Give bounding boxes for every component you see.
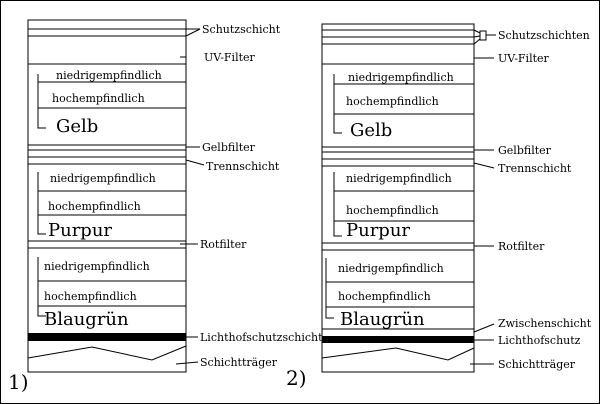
antihalation-layer [28,333,186,341]
leader [185,28,201,37]
label-yellow-low: niedrigempfindlich [348,71,454,84]
diagram-2-number: 2) [286,366,307,390]
bracket-yellow [333,74,342,134]
label-lichthofschutz: Lichthofschutz [498,334,581,347]
label-magenta-high: hochempfindlich [346,204,439,217]
label-yellow-name: Gelb [56,116,98,137]
leader [473,162,495,169]
label-cyan-high: hochempfindlich [44,290,137,303]
antihalation-layer [322,336,474,343]
label-trennschicht: Trennschicht [206,160,280,173]
diagram-2: niedrigempfindlich hochempfindlich Gelb … [286,23,592,390]
label-magenta-high: hochempfindlich [48,200,141,213]
leader [473,38,481,45]
bracket-box [479,30,487,41]
label-rotfilter: Rotfilter [200,238,247,251]
label-schutzschicht: Schutzschicht [202,23,281,36]
leader [473,35,481,38]
label-magenta-name: Purpur [48,220,112,241]
bracket-yellow [37,74,46,129]
leader [175,361,199,365]
bracket-cyan [325,258,334,319]
label-yellow-name: Gelb [350,120,392,141]
label-yellow-high: hochempfindlich [346,95,439,108]
bracket-cyan [37,257,46,317]
bracket-magenta [333,172,342,237]
label-cyan-high: hochempfindlich [338,290,431,303]
label-lichthofschutzschicht: Lichthofschutzschicht [200,331,323,344]
leader [473,29,481,34]
label-magenta-low: niedrigempfindlich [346,172,452,185]
label-trennschicht: Trennschicht [498,162,572,175]
label-magenta-name: Purpur [346,220,410,241]
label-zwischenschicht: Zwischenschicht [498,317,592,330]
label-schichttraeger: Schichtträger [200,356,278,369]
base-break-line [321,347,475,361]
label-yellow-low: niedrigempfindlich [56,69,162,82]
label-magenta-low: niedrigempfindlich [50,172,156,185]
label-cyan-low: niedrigempfindlich [44,260,150,273]
label-schutzschichten: Schutzschichten [498,29,590,42]
label-uv-filter: UV-Filter [498,52,550,65]
label-yellow-high: hochempfindlich [52,92,145,105]
leader [185,159,205,166]
label-cyan-name: Blaugrün [44,309,129,330]
film-stack-1 [27,19,187,373]
bracket-magenta [37,172,46,235]
label-gelbfilter: Gelbfilter [498,144,552,157]
diagram-1: niedrigempfindlich hochempfindlich Gelb … [8,19,323,394]
label-uv-filter: UV-Filter [204,51,256,64]
label-schichttraeger: Schichtträger [498,358,576,371]
base-break-line [27,345,187,361]
label-rotfilter: Rotfilter [498,240,545,253]
label-gelbfilter: Gelbfilter [202,141,256,154]
diagram-1-number: 1) [8,370,29,394]
label-cyan-name: Blaugrün [340,309,425,330]
leader [473,323,495,333]
film-stack-2 [321,23,475,373]
label-cyan-low: niedrigempfindlich [338,262,444,275]
